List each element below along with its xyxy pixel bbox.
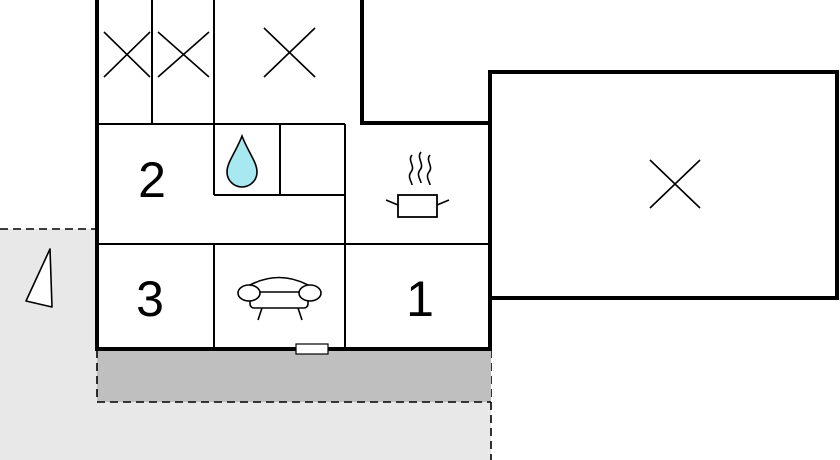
room-number-3: 3 xyxy=(136,271,164,327)
terrace-border xyxy=(96,350,491,403)
cooking-pot-icon xyxy=(385,151,450,218)
room-number-1: 1 xyxy=(406,271,434,327)
entrance-door xyxy=(295,343,329,355)
cross-icon xyxy=(157,31,210,78)
terrace xyxy=(97,350,491,402)
cross-icon xyxy=(103,31,151,78)
water-drop-icon xyxy=(226,133,258,188)
interior-walls xyxy=(97,0,490,349)
sofa-icon xyxy=(237,276,322,321)
annex xyxy=(488,70,839,300)
garden-area xyxy=(0,229,491,460)
room-number-2: 2 xyxy=(138,152,166,208)
cross-icon xyxy=(649,159,701,209)
north-arrow-icon xyxy=(25,248,53,308)
house-interior xyxy=(97,0,490,349)
cross-icon xyxy=(263,27,316,78)
